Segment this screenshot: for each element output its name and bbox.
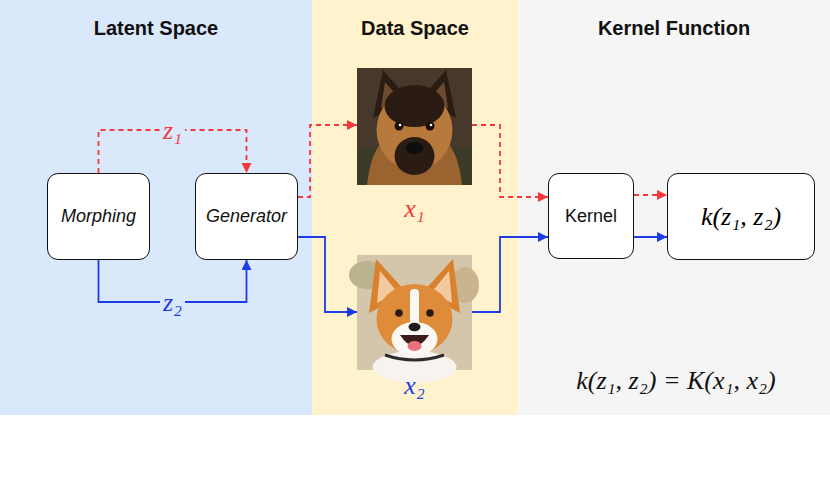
dog-muzzle: [395, 137, 435, 175]
photo-ground: [357, 68, 472, 185]
dog-nose: [409, 323, 421, 331]
edge-label: z₂: [160, 289, 185, 318]
box-label: Generator: [206, 206, 287, 227]
dog-eye: [395, 122, 404, 131]
box-label: k(z₁, z₂): [701, 202, 781, 232]
dog-nose: [406, 142, 424, 154]
dog-eye: [426, 122, 435, 131]
connector: [634, 236, 667, 238]
connector: [472, 125, 548, 197]
dog-muzzle: [392, 322, 438, 356]
equation-label: k(z₁, z₂) = K(x₁, x₂): [576, 367, 776, 396]
eye-highlight: [430, 124, 433, 127]
result-box: k(z₁, z₂): [667, 173, 815, 260]
band-title: Latent Space: [0, 0, 312, 40]
box-label: Morphing: [61, 206, 136, 227]
connector: [472, 237, 548, 312]
corgi-photo: [349, 255, 479, 383]
connector: [298, 125, 357, 197]
dog-saddle: [385, 85, 445, 127]
data-band: Data Space x₁ x₂: [312, 0, 518, 415]
dog-head: [377, 284, 453, 354]
box-label: Kernel: [565, 206, 617, 227]
image-caption: x₂: [404, 371, 425, 403]
edge-label: z₁: [160, 117, 185, 146]
kernel-box: Kernel: [548, 173, 634, 259]
latent-band: Latent SpaceMorphing Generator: [0, 0, 312, 415]
image-caption: x₁: [404, 194, 425, 226]
eye-highlight: [399, 124, 402, 127]
dog-eye: [395, 309, 403, 317]
morphing-box: Morphing: [47, 173, 150, 260]
kernel-band: Kernel FunctionKernel k(z₁, z₂): [518, 0, 830, 415]
image-node: x₁: [357, 68, 472, 226]
dog-collar: [385, 355, 444, 360]
shepherd-photo: [357, 68, 472, 185]
dog-eye: [426, 309, 434, 317]
band-title: Kernel Function: [518, 0, 830, 40]
connector: [298, 237, 357, 312]
connector: [634, 194, 667, 196]
image-node: x₂: [357, 255, 472, 403]
band-title: Data Space: [312, 0, 518, 40]
generator-box: Generator: [195, 173, 298, 260]
dog-tongue: [408, 341, 422, 351]
